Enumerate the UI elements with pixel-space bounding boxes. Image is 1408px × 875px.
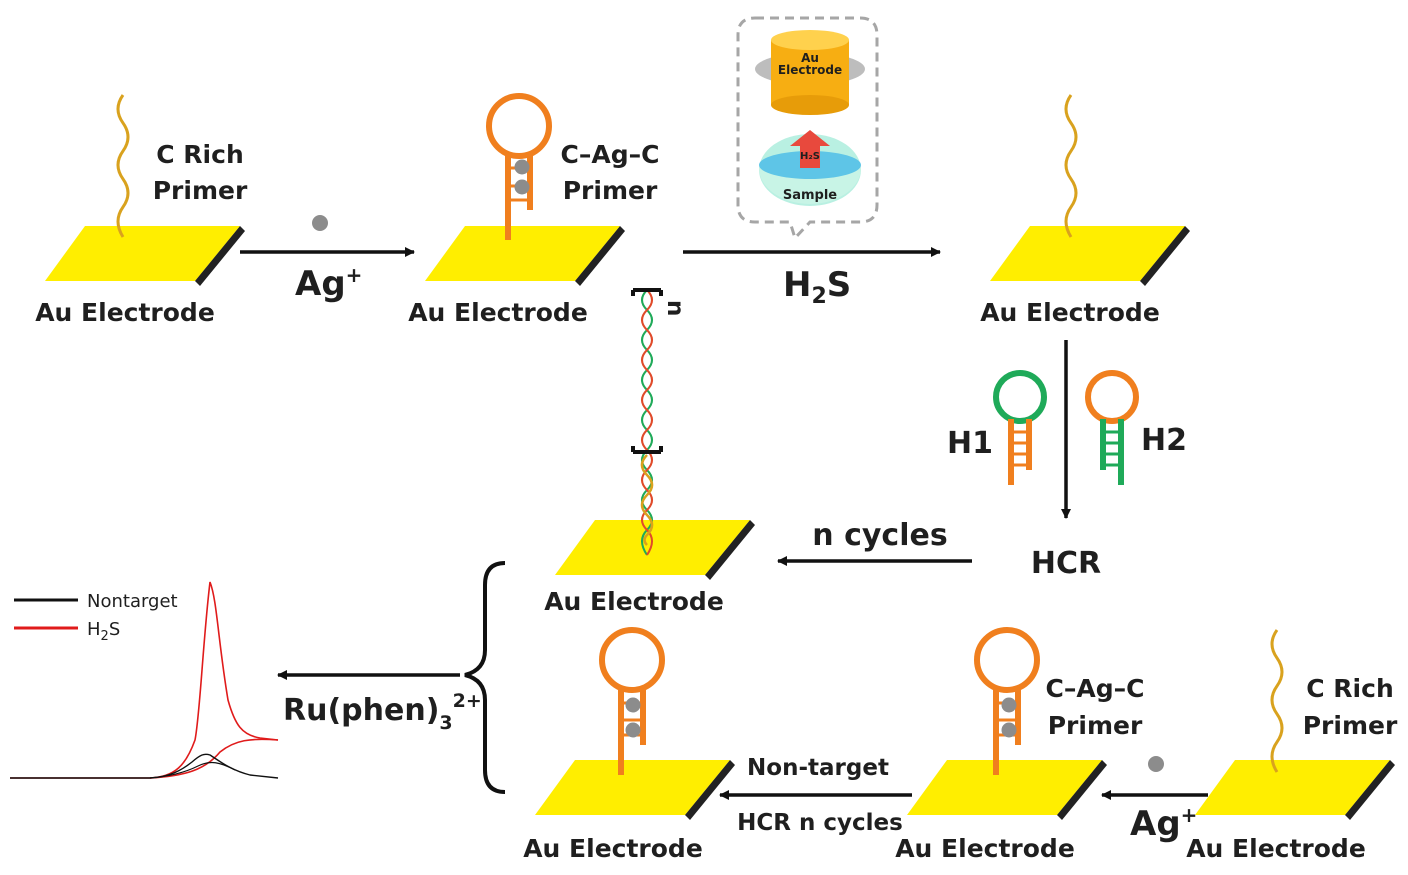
svg-text:Electrode: Electrode [778, 63, 842, 77]
h2-label: H2 [1141, 423, 1187, 458]
au-electrode-label-5: Au Electrode [523, 834, 703, 863]
au-electrode-label-4: Au Electrode [544, 587, 724, 616]
hairpin-c-ag-c-1 [486, 93, 552, 240]
c-ag-c-label-1: C–Ag–C [561, 140, 660, 169]
primer-label-3: Primer [1048, 711, 1143, 740]
n-cycles-label: n cycles [812, 518, 947, 553]
curve-nontarget [10, 753, 279, 779]
legend-h2s-label: H2S [87, 619, 120, 644]
ru-phen-label: Ru(phen)32+ [283, 690, 482, 734]
svg-text:Sample: Sample [783, 188, 837, 203]
au-electrode-label-7: Au Electrode [1186, 834, 1366, 863]
primer-label-4: Primer [1303, 711, 1398, 740]
electrode-2 [425, 226, 625, 286]
h2s-sampling-inset: Au Electrode H₂S Sample [736, 16, 879, 241]
repeat-n-label: n [662, 300, 688, 316]
primer-label-1: Primer [153, 176, 248, 205]
au-electrode-label-6: Au Electrode [895, 834, 1075, 863]
curve-h2s-return [149, 738, 279, 779]
hairpin-h2 [1085, 370, 1139, 485]
ag-label-1: Ag+ [295, 263, 362, 304]
c-ag-c-label-2: C–Ag–C [1046, 674, 1145, 703]
curve-h2s [10, 581, 279, 779]
hairpin-h1 [993, 370, 1047, 485]
electrode-1 [45, 226, 245, 286]
hairpin-c-ag-c-2 [599, 627, 665, 775]
h1-label: H1 [947, 426, 993, 461]
svg-text:Au: Au [801, 51, 819, 65]
electrode-6 [907, 760, 1107, 820]
legend-nontarget-label: Nontarget [87, 591, 178, 612]
hcr-n-cycles-label: HCR n cycles [737, 810, 903, 836]
hcr-duplex [631, 288, 663, 556]
svg-text:H₂S: H₂S [800, 151, 820, 162]
electrode-5 [535, 760, 735, 820]
electrode-4 [555, 520, 755, 580]
au-electrode-label-2: Au Electrode [408, 298, 588, 327]
non-target-label: Non-target [747, 755, 889, 781]
curly-bracket [464, 561, 506, 794]
au-electrode-label-1: Au Electrode [35, 298, 215, 327]
h2s-label: H2S [783, 265, 851, 309]
c-rich-label-2: C Rich [1306, 674, 1394, 703]
c-rich-strand-2 [1064, 94, 1078, 238]
ag-ion-dot-2 [1148, 756, 1164, 772]
curve-nontarget-return [149, 761, 236, 779]
c-rich-strand-3 [1270, 629, 1284, 773]
ag-ion-dot-1 [312, 215, 328, 231]
c-rich-strand-1 [116, 94, 130, 238]
electrode-7 [1195, 760, 1395, 820]
electrode-3 [990, 226, 1190, 286]
ag-label-2: Ag+ [1130, 803, 1197, 844]
primer-label-2: Primer [563, 176, 658, 205]
c-rich-label-1: C Rich [156, 140, 244, 169]
hcr-label: HCR [1031, 546, 1101, 581]
au-electrode-label-3: Au Electrode [980, 298, 1160, 327]
hairpin-c-ag-c-3 [974, 627, 1040, 775]
